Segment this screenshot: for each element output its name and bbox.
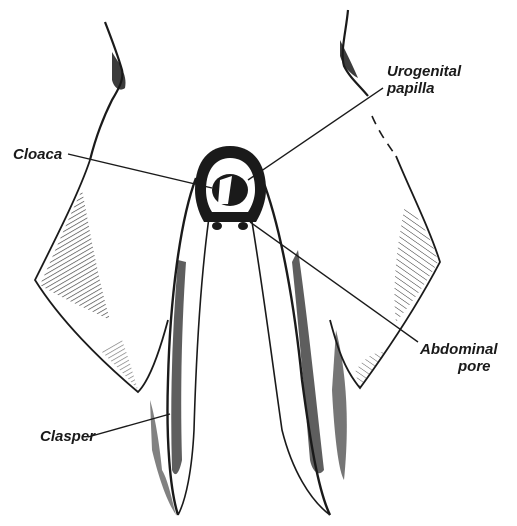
abdominal-label-line2: pore bbox=[420, 358, 498, 375]
left-pelvic-fin bbox=[35, 160, 168, 392]
body-outline-left bbox=[90, 22, 126, 160]
right-clasper bbox=[250, 178, 347, 515]
abdominal-label-line1: Abdominal bbox=[420, 341, 498, 358]
cloaca-label: Cloaca bbox=[13, 146, 62, 163]
leader-cloaca bbox=[68, 154, 212, 188]
cloaca-region bbox=[195, 146, 266, 230]
urogenital-label-line2: papilla bbox=[387, 80, 461, 97]
urogenital-label-line1: Urogenital bbox=[387, 63, 461, 80]
leader-abdominal-pore bbox=[250, 222, 418, 342]
leader-clasper bbox=[88, 414, 170, 437]
abdominal-pore-label: Abdominal pore bbox=[420, 341, 498, 375]
clasper-label: Clasper bbox=[40, 428, 95, 445]
urogenital-papilla-label: Urogenital papilla bbox=[387, 63, 461, 97]
leader-lines bbox=[68, 88, 418, 437]
leader-urogenital-papilla bbox=[248, 88, 383, 180]
left-clasper bbox=[150, 178, 210, 515]
